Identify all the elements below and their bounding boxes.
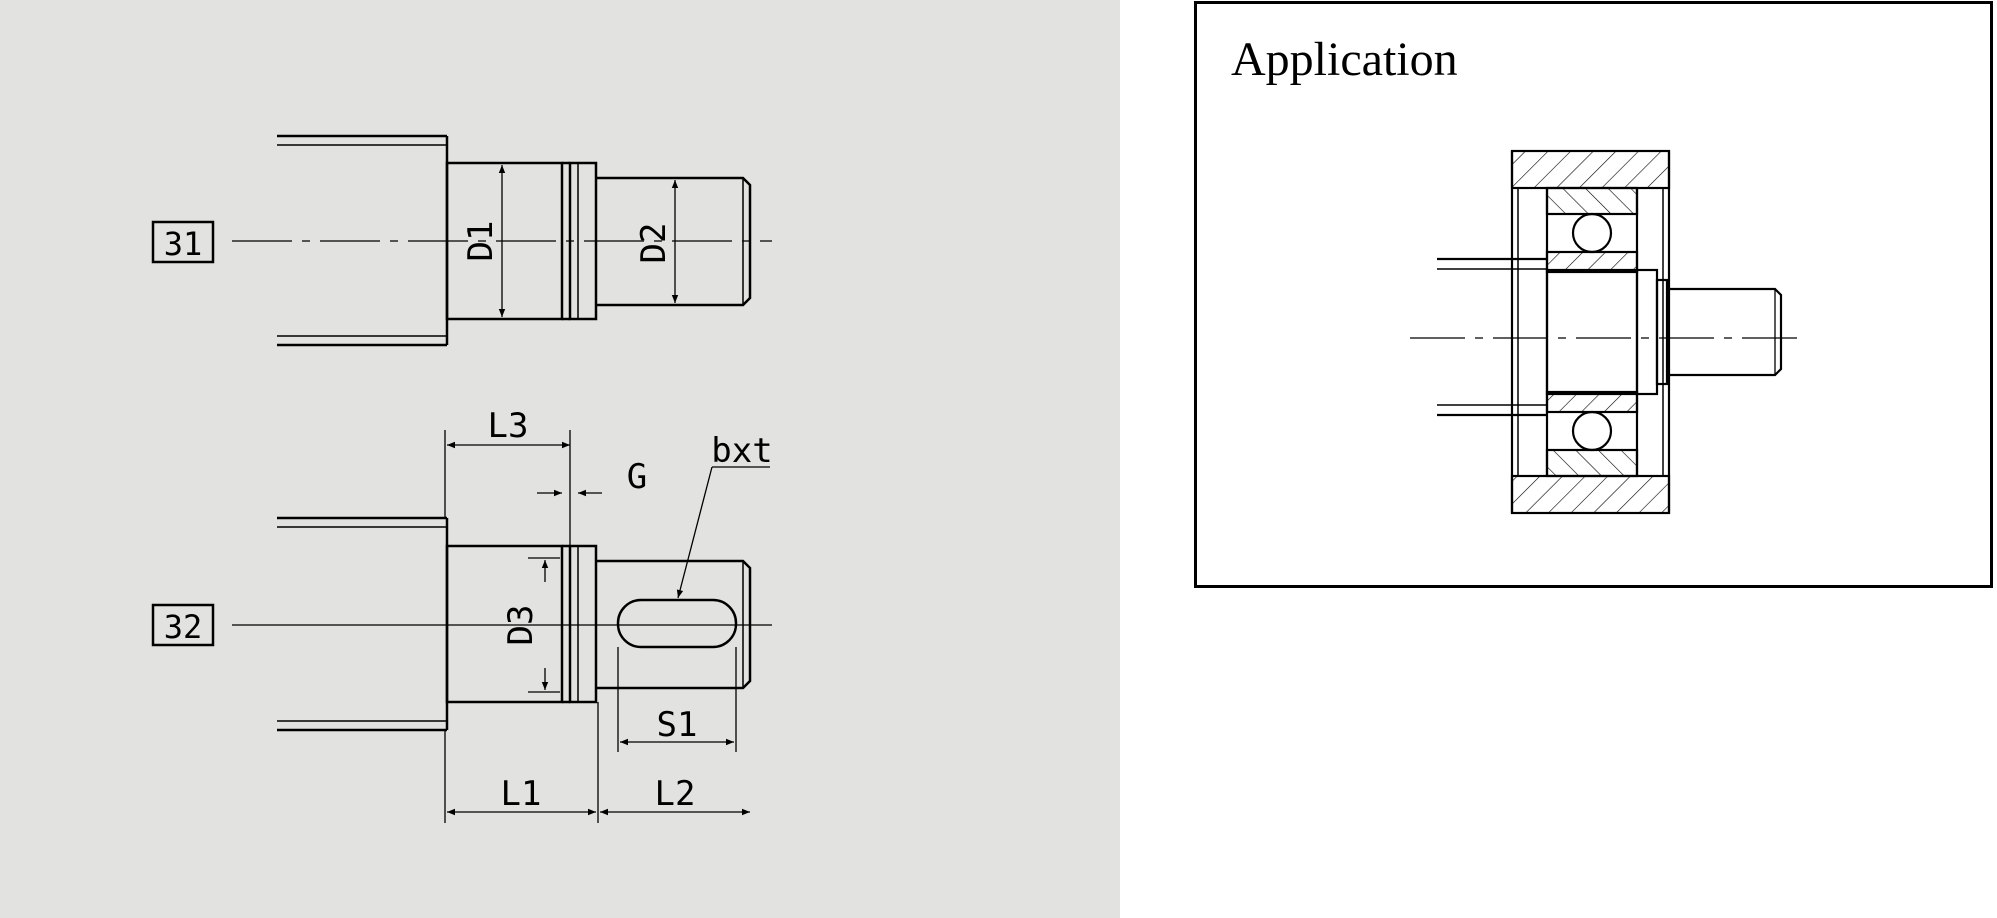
shaft-32-step-d3	[445, 544, 564, 704]
dim-d2-label: D2	[634, 223, 674, 264]
bearing-ball-bottom	[1571, 410, 1613, 452]
shaft-32-drawing	[232, 430, 772, 823]
shaft-step	[1545, 268, 1783, 396]
bearing-roller-drawing	[1410, 149, 1805, 515]
shaft-31-badge: 31	[151, 220, 215, 264]
dim-l3-label: L3	[488, 406, 529, 446]
bearing-inner-race	[1545, 250, 1639, 414]
dim-d1-label: D1	[461, 221, 501, 262]
application-title: Application	[1231, 33, 1458, 86]
dim-bxt-leader	[676, 466, 713, 599]
dim-d3-label: D3	[501, 605, 541, 646]
shaft-32-badge-label: 32	[164, 608, 203, 646]
shaft-31-badge-label: 31	[164, 225, 203, 263]
dim-g-label: G	[627, 457, 647, 497]
bearing-outer-race	[1545, 186, 1639, 478]
bearing-ball-top	[1571, 212, 1613, 254]
shaft-drawings: 31 D1 D2	[151, 134, 773, 823]
dim-l2-label: L2	[655, 774, 696, 814]
shaft-32-retaining-ring	[568, 544, 598, 704]
application-panel: Application	[1194, 1, 1993, 588]
roller-sleeve	[1510, 149, 1671, 515]
dim-bxt-label: bxt	[711, 431, 772, 471]
dim-l1-label: L1	[501, 774, 542, 814]
shaft-tube	[1437, 257, 1547, 417]
shaft-31-drawing	[232, 134, 772, 347]
dim-s1-label: S1	[657, 705, 698, 745]
shaft-32-badge: 32	[151, 603, 215, 647]
shaft-32-tube	[277, 516, 449, 732]
shaft-options-panel: 31 D1 D2	[0, 0, 1120, 918]
shaft-32-keyway	[616, 598, 738, 649]
